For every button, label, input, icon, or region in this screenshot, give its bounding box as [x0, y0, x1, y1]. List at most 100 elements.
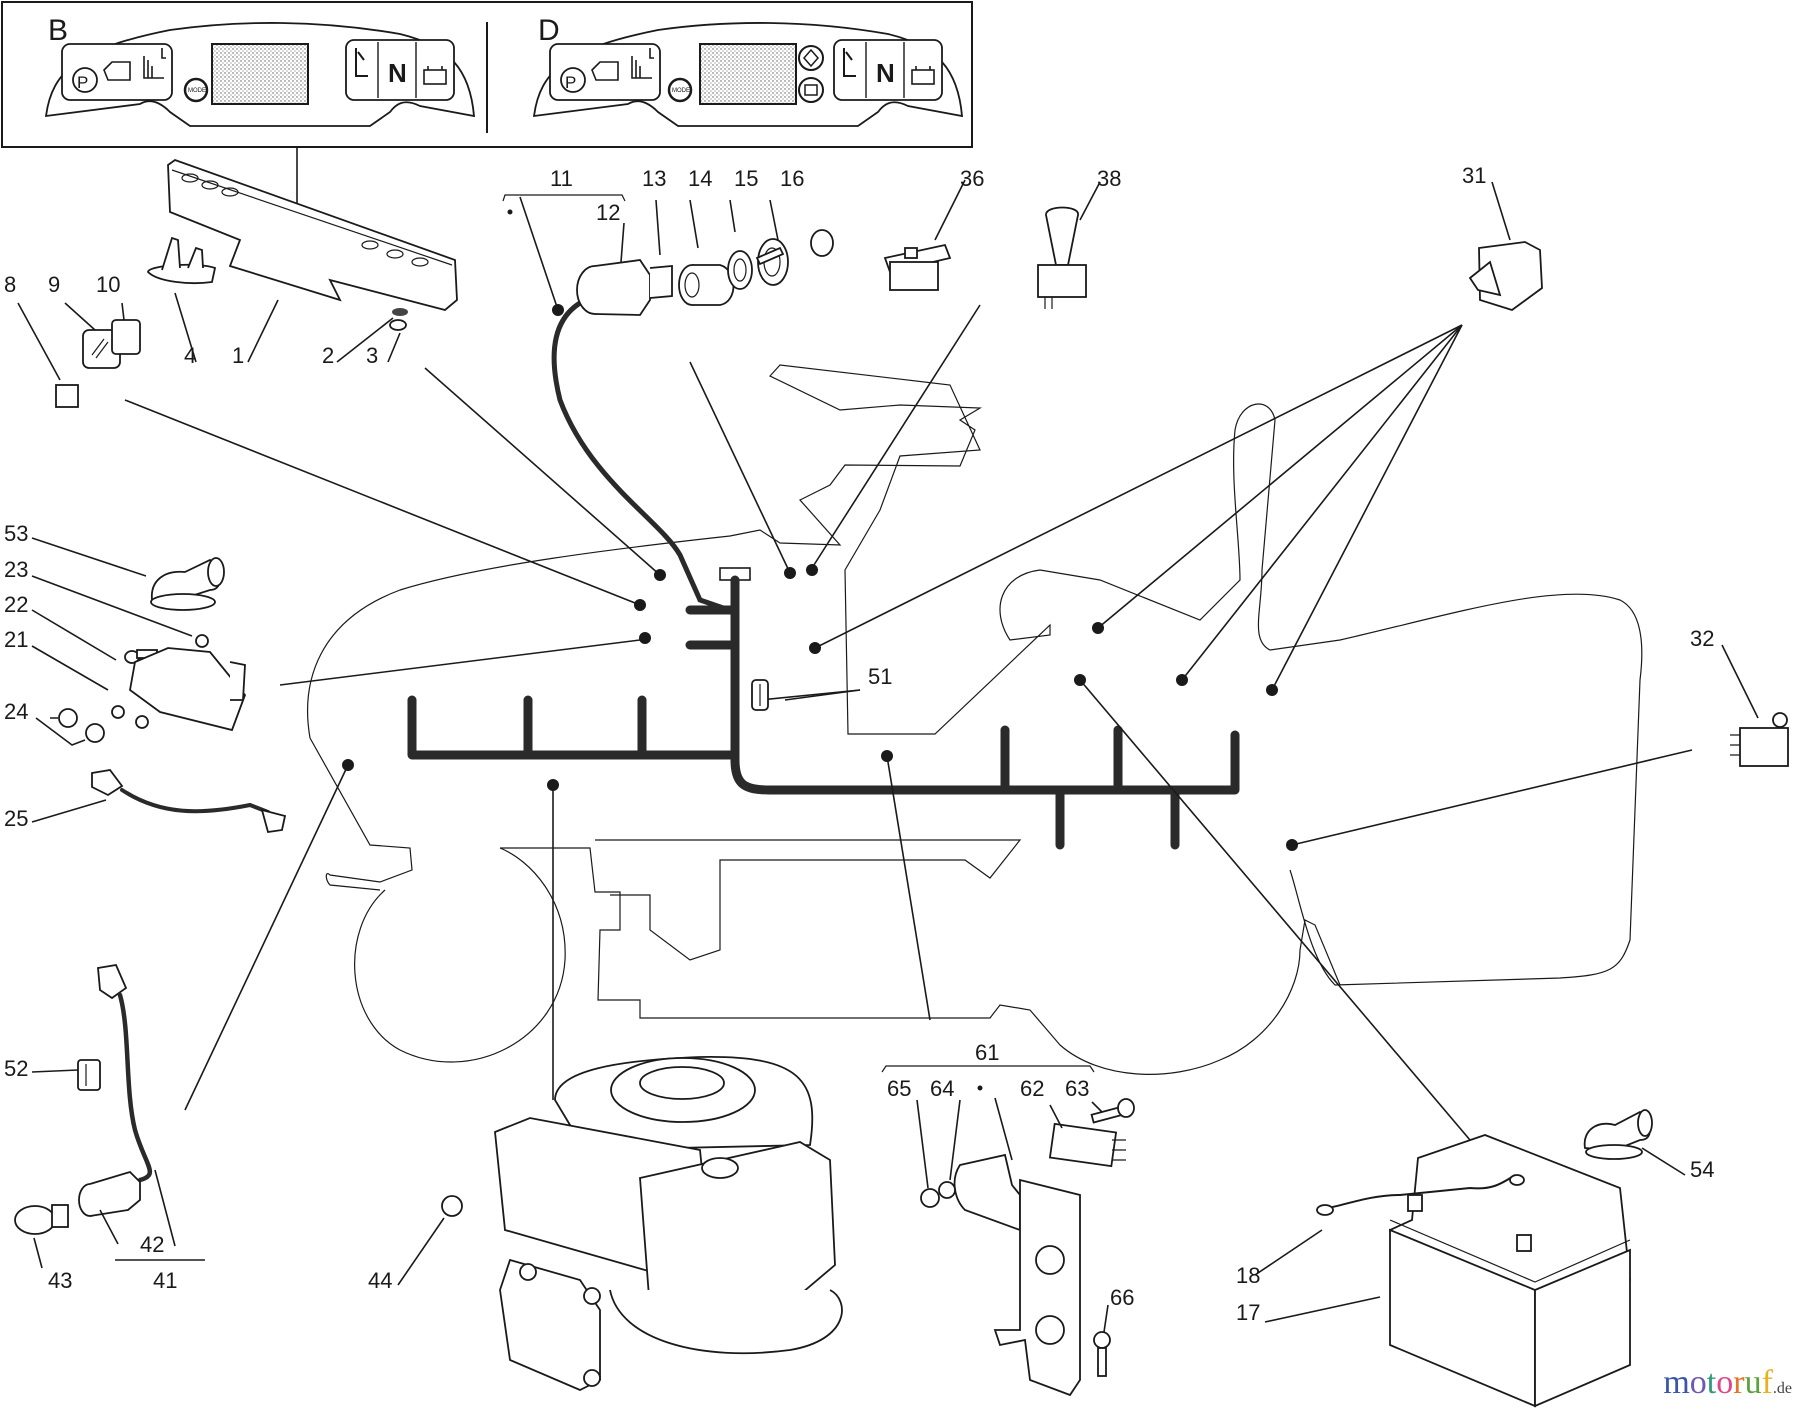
- label-23: 23: [4, 557, 28, 582]
- part-ignition-key[interactable]: [755, 229, 834, 266]
- part-cable-clip-52[interactable]: [77, 1059, 101, 1091]
- label-36: 36: [960, 166, 984, 191]
- label-32: 32: [1690, 626, 1714, 651]
- label-31: 31: [1462, 163, 1486, 188]
- inset-panels: B P MODE N D P: [1, 1, 973, 148]
- part-microswitch-32[interactable]: [1730, 712, 1789, 767]
- label-38: 38: [1097, 166, 1121, 191]
- part-lamp-assembly[interactable]: [97, 963, 153, 1183]
- seat-icon: [843, 48, 856, 77]
- label-52: 52: [4, 1056, 28, 1081]
- battery-icon: [911, 66, 935, 85]
- label-15: 15: [734, 166, 758, 191]
- engine-icon: [103, 61, 131, 81]
- panel-label-d: D: [538, 14, 560, 47]
- part-cable-clip-51[interactable]: [751, 679, 769, 711]
- part-nut-23[interactable]: [195, 634, 209, 648]
- wiring-harness: [407, 295, 1240, 850]
- part-lamp-holder[interactable]: [78, 1170, 141, 1217]
- part-engine[interactable]: [494, 1056, 843, 1391]
- lcd-display-b: [211, 43, 309, 105]
- label-3: 3: [366, 343, 378, 368]
- label-21: 21: [4, 627, 28, 652]
- seat-icon: [355, 48, 368, 77]
- part-microswitch-bracket[interactable]: [953, 1153, 1081, 1397]
- part-rocker-switch[interactable]: [1468, 241, 1543, 311]
- part-ignition-switch[interactable]: [576, 259, 673, 316]
- label-53: 53: [4, 521, 28, 546]
- label-62: 62: [1020, 1076, 1044, 1101]
- label-51: 51: [868, 664, 892, 689]
- part-nut-44[interactable]: [441, 1195, 463, 1217]
- part-nut-65[interactable]: [920, 1188, 940, 1208]
- label-8: 8: [4, 272, 16, 297]
- cutting-height-icon: [143, 48, 166, 79]
- label-17: 17: [1236, 1300, 1260, 1325]
- diamond-button-icon[interactable]: [798, 45, 824, 71]
- label-66: 66: [1110, 1285, 1134, 1310]
- engine-icon: [591, 61, 619, 81]
- part-battery-strap[interactable]: [1316, 1174, 1525, 1216]
- part-screw-66[interactable]: [1093, 1331, 1111, 1377]
- part-dashboard-bracket[interactable]: [147, 236, 217, 285]
- part-wire-connector[interactable]: [91, 769, 287, 834]
- label-65: 65: [887, 1076, 911, 1101]
- mode-button-b[interactable]: [183, 77, 209, 103]
- label-14: 14: [688, 166, 712, 191]
- watermark-letter: o: [1689, 1364, 1707, 1401]
- watermark-suffix: .de: [1772, 1380, 1792, 1397]
- right-icon-cluster-d: [833, 39, 943, 101]
- svg-text:P: P: [77, 73, 88, 92]
- part-terminal-cover-53[interactable]: [150, 557, 225, 611]
- part-washer-64[interactable]: [938, 1181, 956, 1199]
- label-63: 63: [1065, 1076, 1089, 1101]
- part-microswitch-62[interactable]: [1048, 1122, 1126, 1168]
- square-button-icon[interactable]: [798, 77, 824, 103]
- neutral-indicator-d: N: [876, 58, 895, 88]
- part-push-switch[interactable]: [1037, 206, 1087, 310]
- label-42: 42: [140, 1232, 164, 1257]
- tractor-silhouette: [307, 364, 1643, 1075]
- part-battery[interactable]: [1389, 1134, 1631, 1408]
- svg-text:P: P: [565, 73, 576, 92]
- dashboard-d: D P MODE N: [532, 14, 963, 127]
- label-18: 18: [1236, 1263, 1260, 1288]
- part-fuse-holder[interactable]: [82, 319, 141, 369]
- watermark-letter: f: [1761, 1364, 1773, 1401]
- part-screw-63[interactable]: [1090, 1098, 1135, 1124]
- label-1: 1: [232, 343, 244, 368]
- part-washer-nut[interactable]: [389, 308, 408, 331]
- label-2: 2: [322, 343, 334, 368]
- part-terminal-cover-54[interactable]: [1583, 1109, 1653, 1160]
- connection-points: [342, 304, 1298, 851]
- watermark-letter: m: [1663, 1364, 1690, 1401]
- label-4: 4: [184, 343, 196, 368]
- ignition-bracket-11: [502, 194, 626, 215]
- part-dashboard[interactable]: [167, 158, 458, 311]
- part-solenoid[interactable]: [111, 647, 247, 732]
- dashboard-b: B P MODE N: [44, 14, 475, 127]
- parking-brake-icon: P: [72, 67, 98, 93]
- motoruf-watermark: motoruf.de: [1663, 1364, 1792, 1402]
- part-fuse[interactable]: [55, 384, 79, 408]
- label-11: 11: [550, 166, 573, 191]
- part-nuts-24[interactable]: [58, 708, 105, 743]
- leader-lines: [124, 196, 1693, 1141]
- part-bulb[interactable]: [14, 1204, 69, 1235]
- part-switch-36[interactable]: [883, 243, 952, 291]
- part-bushing[interactable]: [678, 264, 735, 306]
- label-22: 22: [4, 592, 28, 617]
- watermark-letter: r: [1733, 1364, 1745, 1401]
- label-10: 10: [96, 272, 120, 297]
- part-number-labels: 1 2 3 4 8 9 10 11 12 13 14 15 16 17 18 2…: [4, 163, 1714, 1325]
- watermark-letter: u: [1744, 1364, 1762, 1401]
- bracket-61: [881, 1065, 1095, 1091]
- mode-button-d[interactable]: [667, 77, 693, 103]
- neutral-indicator-b: N: [388, 58, 407, 88]
- lcd-display-d: [699, 43, 797, 105]
- part-washer[interactable]: [727, 250, 753, 290]
- label-16: 16: [780, 166, 804, 191]
- label-24: 24: [4, 699, 28, 724]
- mode-button-b-label: MODE: [188, 88, 206, 94]
- right-icon-cluster-b: [345, 39, 455, 101]
